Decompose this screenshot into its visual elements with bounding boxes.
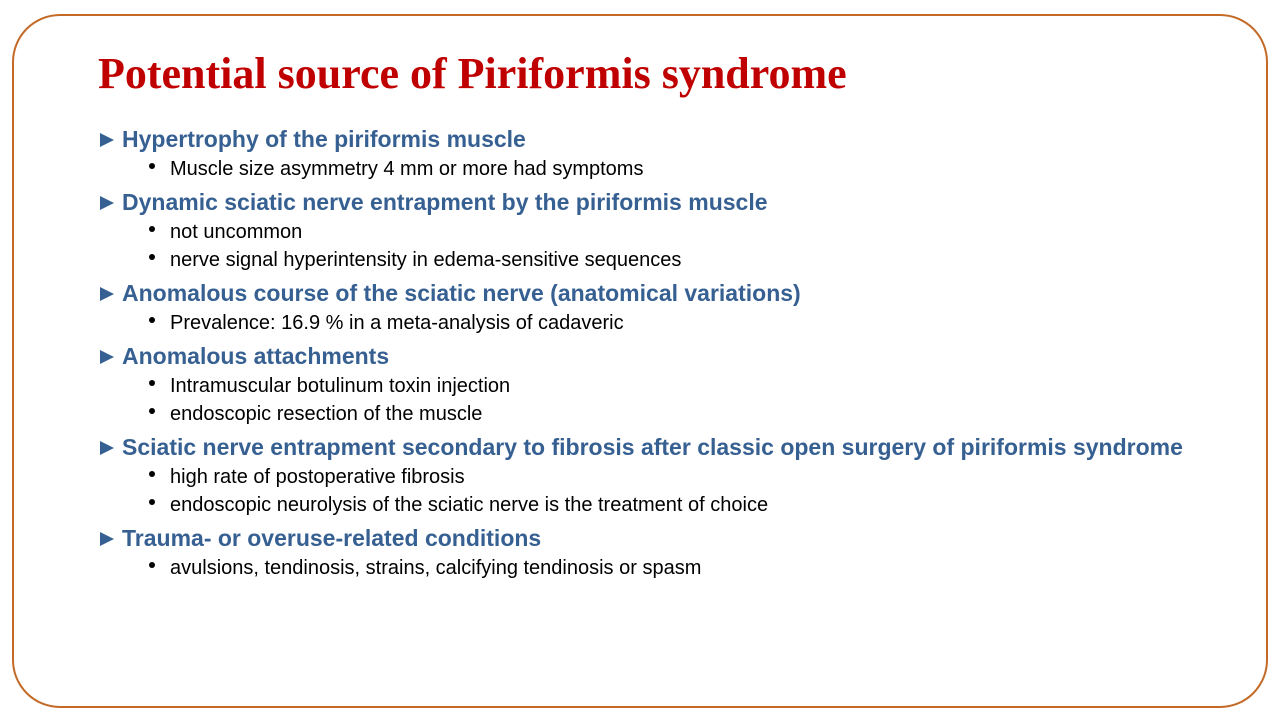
- section-heading-text: Dynamic sciatic nerve entrapment by the …: [122, 189, 768, 215]
- section-heading-text: Anomalous attachments: [122, 343, 390, 369]
- slide-frame: [12, 14, 1268, 708]
- list-item: Intramuscular botulinum toxin injection: [100, 372, 1200, 400]
- bullet-dot-icon: [149, 226, 155, 232]
- list-item-text: not uncommon: [170, 221, 303, 243]
- triangle-right-icon: [100, 287, 114, 301]
- section-anomalous-course: Anomalous course of the sciatic nerve (a…: [100, 281, 1200, 337]
- bullet-dot-icon: [149, 380, 155, 386]
- triangle-right-icon: [100, 350, 114, 364]
- bullet-dot-icon: [149, 471, 155, 477]
- section-hypertrophy: Hypertrophy of the piriformis muscle Mus…: [100, 127, 1200, 183]
- list-item-text: nerve signal hyperintensity in edema-sen…: [170, 249, 682, 271]
- list-item-text: high rate of postoperative fibrosis: [170, 466, 465, 488]
- bullet-dot-icon: [149, 317, 155, 323]
- bullet-dot-icon: [149, 163, 155, 169]
- section-heading: Dynamic sciatic nerve entrapment by the …: [100, 190, 1200, 215]
- section-heading: Anomalous attachments: [100, 344, 1200, 369]
- bullet-list: not uncommon nerve signal hyperintensity…: [100, 218, 1200, 274]
- list-item-text: endoscopic resection of the muscle: [170, 403, 483, 425]
- bullet-list: high rate of postoperative fibrosis endo…: [100, 463, 1200, 519]
- bullet-list: Muscle size asymmetry 4 mm or more had s…: [100, 155, 1200, 183]
- triangle-right-icon: [100, 441, 114, 455]
- triangle-right-icon: [100, 532, 114, 546]
- section-dynamic-entrapment: Dynamic sciatic nerve entrapment by the …: [100, 190, 1200, 274]
- list-item: avulsions, tendinosis, strains, calcifyi…: [100, 554, 1200, 582]
- list-item-text: Intramuscular botulinum toxin injection: [170, 375, 511, 397]
- section-heading: Anomalous course of the sciatic nerve (a…: [100, 281, 1200, 306]
- slide-title: Potential source of Piriformis syndrome: [98, 49, 847, 98]
- bullet-dot-icon: [149, 562, 155, 568]
- bullet-dot-icon: [149, 254, 155, 260]
- list-item-text: endoscopic neurolysis of the sciatic ner…: [170, 494, 769, 516]
- list-item: endoscopic resection of the muscle: [100, 400, 1200, 428]
- bullet-dot-icon: [149, 499, 155, 505]
- section-heading-text: Anomalous course of the sciatic nerve (a…: [122, 280, 801, 306]
- list-item: endoscopic neurolysis of the sciatic ner…: [100, 491, 1200, 519]
- triangle-right-icon: [100, 196, 114, 210]
- section-anomalous-attachments: Anomalous attachments Intramuscular botu…: [100, 344, 1200, 428]
- section-heading: Trauma- or overuse-related conditions: [100, 526, 1200, 551]
- list-item-text: Prevalence: 16.9 % in a meta-analysis of…: [170, 312, 624, 334]
- list-item-text: avulsions, tendinosis, strains, calcifyi…: [170, 557, 702, 579]
- section-trauma-overuse: Trauma- or overuse-related conditions av…: [100, 526, 1200, 582]
- section-heading-text: Sciatic nerve entrapment secondary to fi…: [122, 434, 1183, 460]
- list-item: not uncommon: [100, 218, 1200, 246]
- list-item: nerve signal hyperintensity in edema-sen…: [100, 246, 1200, 274]
- section-fibrosis-entrapment: Sciatic nerve entrapment secondary to fi…: [100, 435, 1200, 519]
- triangle-right-icon: [100, 133, 114, 147]
- section-heading: Sciatic nerve entrapment secondary to fi…: [100, 435, 1200, 460]
- section-heading: Hypertrophy of the piriformis muscle: [100, 127, 1200, 152]
- list-item-text: Muscle size asymmetry 4 mm or more had s…: [170, 158, 644, 180]
- section-heading-text: Hypertrophy of the piriformis muscle: [122, 126, 526, 152]
- list-item: Muscle size asymmetry 4 mm or more had s…: [100, 155, 1200, 183]
- bullet-list: avulsions, tendinosis, strains, calcifyi…: [100, 554, 1200, 582]
- list-item: Prevalence: 16.9 % in a meta-analysis of…: [100, 309, 1200, 337]
- list-item: high rate of postoperative fibrosis: [100, 463, 1200, 491]
- bullet-list: Prevalence: 16.9 % in a meta-analysis of…: [100, 309, 1200, 337]
- bullet-dot-icon: [149, 408, 155, 414]
- bullet-list: Intramuscular botulinum toxin injection …: [100, 372, 1200, 428]
- content-list: Hypertrophy of the piriformis muscle Mus…: [100, 127, 1200, 582]
- section-heading-text: Trauma- or overuse-related conditions: [122, 525, 542, 551]
